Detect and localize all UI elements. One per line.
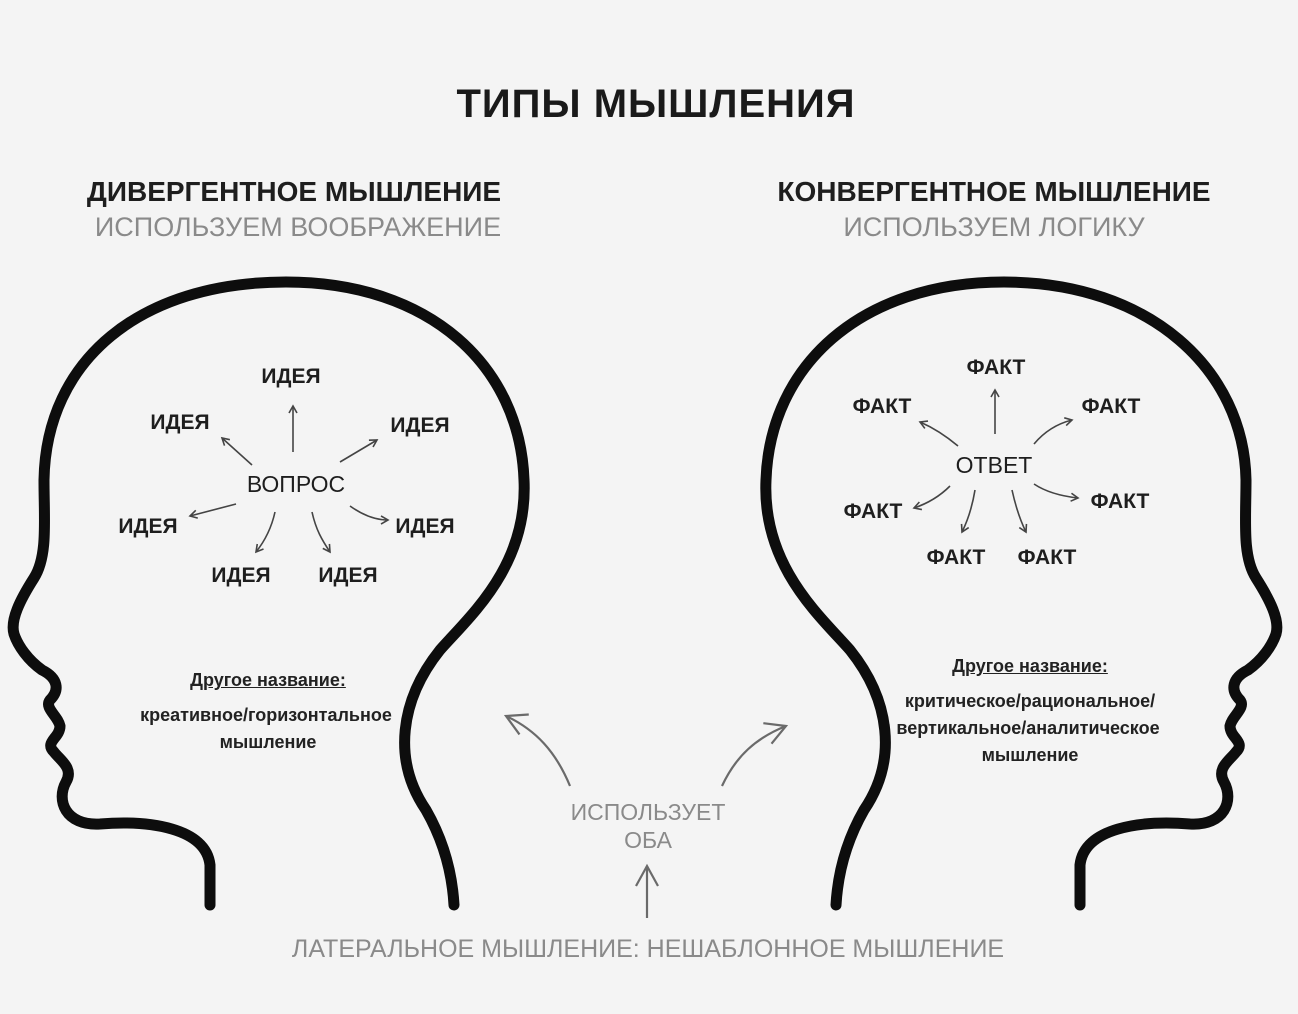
lateral-thinking-caption: ЛАТЕРАЛЬНОЕ МЫШЛЕНИЕ: НЕШАБЛОННОЕ МЫШЛЕН… xyxy=(291,935,1005,963)
divergent-alt-line1: креативное/горизонтальное xyxy=(140,705,392,725)
convergent-alt-line1: критическое/рациональное/ xyxy=(904,691,1156,711)
right-head-outline xyxy=(760,276,1283,911)
divergent-subheading: ИСПОЛЬЗУЕМ ВООБРАЖЕНИЕ xyxy=(94,212,502,242)
convergent-fact-node: ФАКТ xyxy=(1017,546,1077,569)
divergent-idea-node: ИДЕЯ xyxy=(261,365,321,388)
divergent-alt-label: Другое название: xyxy=(190,670,346,690)
left-head-outline xyxy=(7,276,530,911)
convergent-arrows xyxy=(912,388,1080,534)
divergent-center-node: ВОПРОС xyxy=(246,471,346,497)
convergent-fact-node: ФАКТ xyxy=(843,500,903,523)
convergent-fact-node: ФАКТ xyxy=(1090,490,1150,513)
uses-both-line2: ОБА xyxy=(624,827,672,853)
convergent-center-node: ОТВЕТ xyxy=(955,452,1033,478)
uses-both-line1: ИСПОЛЬЗУЕТ xyxy=(570,799,726,825)
divergent-idea-node: ИДЕЯ xyxy=(390,414,450,437)
divergent-idea-node: ИДЕЯ xyxy=(118,515,178,538)
divergent-idea-node: ИДЕЯ xyxy=(211,564,271,587)
convergent-alt-line3: мышление xyxy=(981,745,1079,765)
convergent-fact-node: ФАКТ xyxy=(926,546,986,569)
convergent-heading: КОНВЕРГЕНТНОЕ МЫШЛЕНИЕ xyxy=(777,176,1211,207)
divergent-idea-node: ИДЕЯ xyxy=(150,411,210,434)
divergent-alt-line2: мышление xyxy=(219,732,317,752)
both-arrows xyxy=(503,713,789,918)
convergent-fact-node: ФАКТ xyxy=(852,395,912,418)
divergent-heading: ДИВЕРГЕНТНОЕ МЫШЛЕНИЕ xyxy=(86,176,502,207)
page-title: ТИПЫ МЫШЛЕНИЯ xyxy=(456,82,856,126)
divergent-arrows xyxy=(188,404,390,554)
convergent-fact-node: ФАКТ xyxy=(1081,395,1141,418)
divergent-idea-node: ИДЕЯ xyxy=(395,515,455,538)
convergent-alt-line2: вертикальное/аналитическое xyxy=(896,718,1160,738)
convergent-alt-label: Другое название: xyxy=(952,656,1108,676)
convergent-fact-node: ФАКТ xyxy=(966,356,1026,379)
divergent-idea-node: ИДЕЯ xyxy=(318,564,378,587)
convergent-subheading: ИСПОЛЬЗУЕМ ЛОГИКУ xyxy=(843,212,1145,242)
